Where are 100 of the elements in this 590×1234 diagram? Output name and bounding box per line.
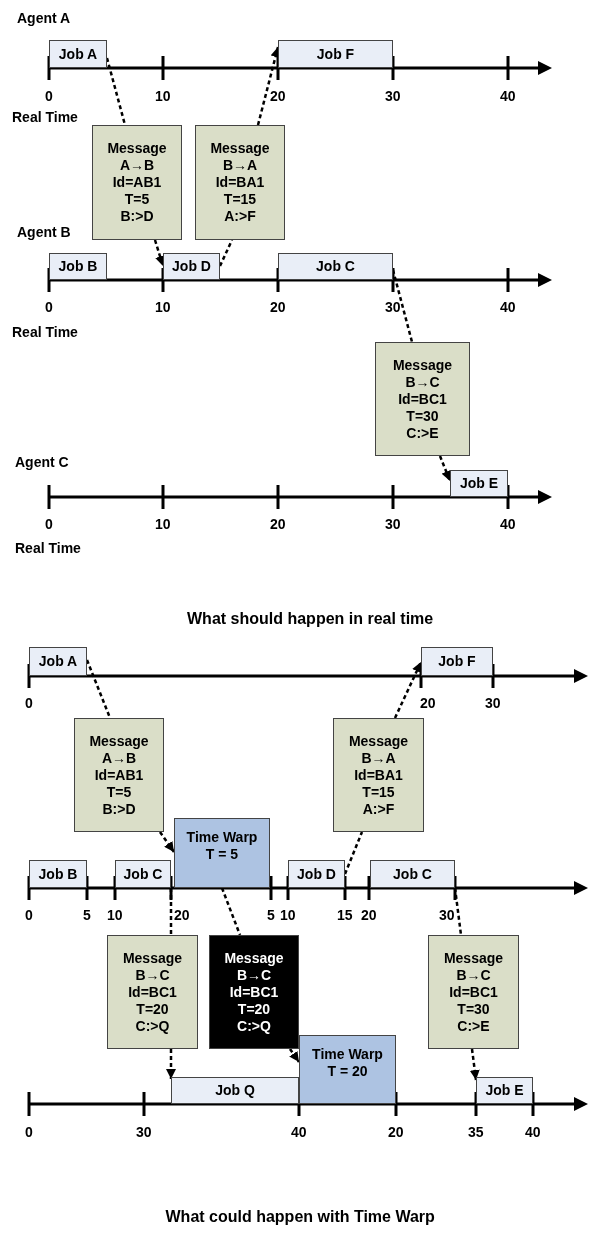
message-text: Message B→C Id=BC1 T=30 C:>E (443, 949, 504, 1035)
tick-label: 10 (155, 88, 171, 105)
message-box (92, 125, 182, 240)
message-box (209, 935, 299, 1049)
dotted-connector (169, 888, 173, 935)
dotted-arrow (166, 1049, 176, 1079)
tick-label: 40 (291, 1124, 307, 1141)
dotted-arrow (438, 455, 452, 482)
axis-title: Real Time (15, 540, 81, 557)
tick-label: 30 (136, 1124, 152, 1141)
tick-label: 30 (385, 299, 401, 316)
tick-label: 0 (25, 907, 33, 924)
job-box (29, 647, 87, 676)
job-box (49, 253, 107, 280)
job-name: Job D (172, 258, 211, 275)
job-box (370, 860, 455, 888)
message-box (107, 935, 198, 1049)
job-box (288, 860, 345, 888)
dotted-connector (453, 887, 463, 936)
message-box (428, 935, 519, 1049)
job-name: Job F (316, 45, 355, 63)
tick-label: 20 (388, 1124, 404, 1141)
dotted-connector (85, 659, 112, 719)
dotted-connector (220, 887, 242, 936)
tick-label: 30 (385, 88, 401, 105)
axis-title: Real Time (12, 324, 78, 341)
tick-label: 0 (25, 1124, 33, 1141)
tick-label: 40 (500, 88, 516, 105)
tick-label: 20 (270, 88, 286, 105)
tick-label: 10 (155, 516, 171, 533)
dotted-connector (391, 269, 414, 343)
job-name: Job C (123, 865, 163, 883)
tick-label: 20 (270, 516, 286, 533)
axis-title: Real Time (12, 109, 78, 126)
dotted-arrow (469, 1048, 480, 1081)
job-name: Job E (485, 1082, 524, 1099)
job-box (115, 860, 171, 888)
job-box (278, 253, 393, 280)
job-box (450, 470, 508, 497)
dotted-arrow (153, 239, 165, 267)
job-box (49, 40, 107, 68)
tick-label: 20 (270, 299, 286, 316)
figure-caption: What should happen in real time (187, 610, 434, 627)
message-text: Message B→A Id=BA1 T=15 A:>F (348, 732, 409, 818)
job-name: Job F (438, 653, 476, 670)
time-warp-box (299, 1035, 396, 1104)
tick-label: 40 (525, 1124, 541, 1141)
message-box (375, 342, 470, 456)
figure-caption: What could happen with Time Warp (165, 1208, 435, 1225)
agent-name: Agent B (17, 224, 71, 241)
message-text: Message A→B Id=AB1 T=5 B:>D (107, 140, 167, 225)
tick-label: 10 (280, 907, 296, 924)
dotted-connector (218, 239, 234, 267)
tick-label: 0 (45, 88, 53, 105)
tick-label: 0 (45, 299, 53, 316)
tick-label: 0 (45, 516, 53, 533)
dotted-arrow (288, 1048, 301, 1063)
tick-label: 5 (267, 907, 275, 924)
job-box (163, 253, 220, 280)
dotted-connector (343, 831, 364, 875)
tick-label: 40 (500, 516, 516, 533)
tick-label: 5 (83, 907, 91, 924)
time-warp-text: Time Warp (186, 829, 258, 846)
tick-label: 15 (337, 907, 353, 924)
tick-label: 10 (155, 299, 171, 316)
tick-label: 20 (174, 907, 190, 924)
dotted-arrow (158, 831, 176, 853)
message-text: Message B→C Id=BC1 T=20 C:>Q (122, 949, 183, 1035)
agent-name: Agent C (15, 454, 69, 471)
tick-label: 0 (25, 695, 33, 712)
job-box (278, 40, 393, 68)
job-name: Job C (316, 258, 355, 275)
job-box (476, 1077, 533, 1104)
job-name: Job B (58, 258, 98, 275)
time-warp-text: T = 5 (205, 846, 239, 863)
time-warp-text: Time Warp (312, 1046, 383, 1063)
job-name: Job C (393, 865, 432, 883)
job-name: Job A (58, 45, 98, 63)
tick-label: 30 (485, 695, 501, 712)
job-name: Job Q (215, 1082, 255, 1099)
job-box (29, 860, 87, 888)
message-box (195, 125, 285, 240)
message-text: Message B→C Id=BC1 T=30 C:>E (392, 356, 453, 442)
tick-label: 20 (420, 695, 436, 712)
job-box (171, 1077, 299, 1104)
message-text: Message B→A Id=BA1 T=15 A:>F (210, 140, 270, 225)
time-warp-text: T = 20 (327, 1063, 368, 1080)
tick-label: 30 (439, 907, 455, 924)
tick-label: 40 (500, 299, 516, 316)
job-name: Job A (38, 653, 78, 670)
agent-name: Agent A (17, 10, 71, 27)
message-text: Message B→C Id=BC1 T=20 C:>Q (224, 949, 284, 1035)
job-name: Job B (38, 865, 78, 883)
tick-label: 30 (385, 516, 401, 533)
job-box (421, 647, 493, 676)
message-box (74, 718, 164, 832)
job-name: Job E (459, 475, 499, 492)
job-name: Job D (297, 865, 336, 883)
tick-label: 20 (361, 907, 377, 924)
message-box (333, 718, 424, 832)
